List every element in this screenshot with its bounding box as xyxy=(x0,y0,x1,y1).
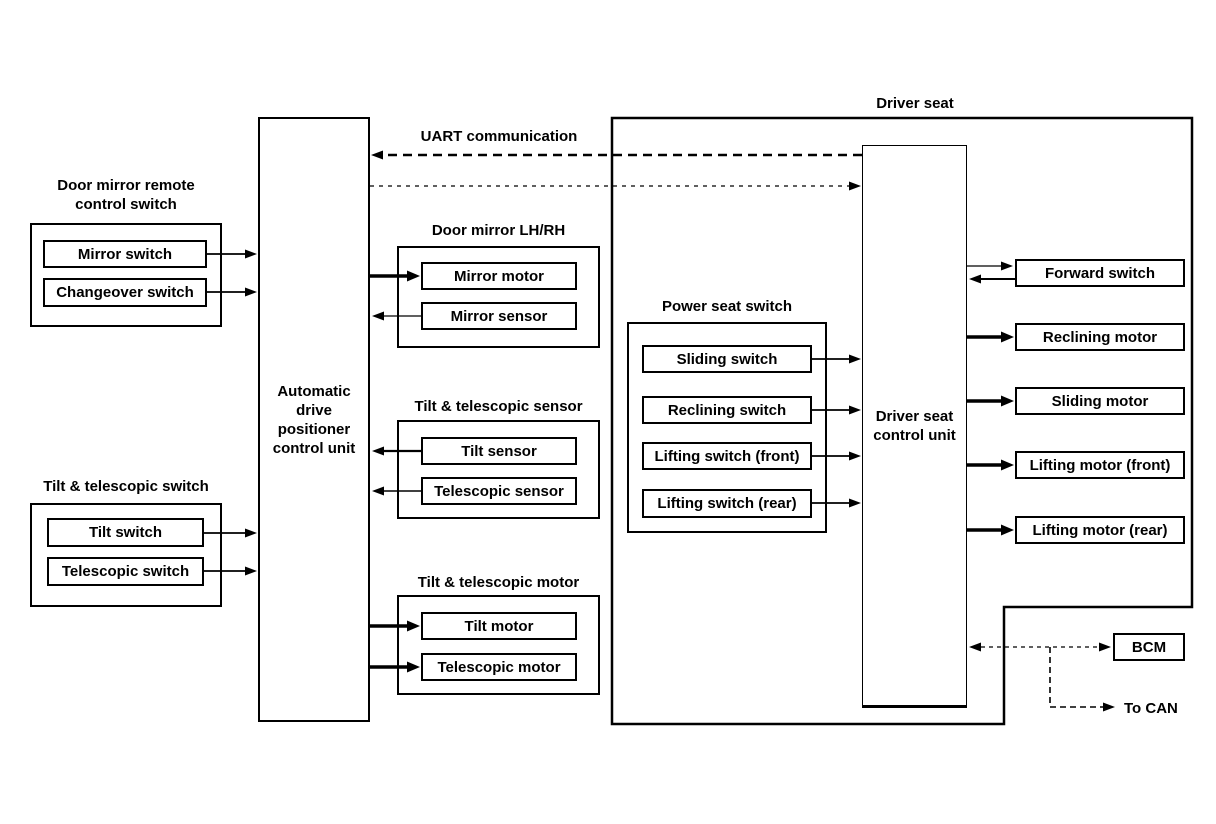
link-branch-to-can xyxy=(1049,647,1115,712)
arrow-dscu-to-reclining-motor xyxy=(967,331,1014,343)
power-seat-switch-group-box xyxy=(627,322,827,533)
tilt-telescopic-sensor-group-box xyxy=(397,420,600,519)
uart-line-adp-to-seat xyxy=(370,181,861,191)
tilt-telescopic-switch-group-box xyxy=(30,503,222,607)
to-can-label: To CAN xyxy=(1124,700,1178,717)
lifting-motor-rear-box: Lifting motor (rear) xyxy=(1015,516,1185,544)
arrow-mirror-switch-to-adp xyxy=(207,249,257,259)
door-mirror-remote-group-box xyxy=(30,223,222,327)
tilt-switch-box: Tilt switch xyxy=(47,518,204,547)
arrow-forward-switch-to-dscu xyxy=(969,274,1015,284)
tilt-telescopic-sensor-title: Tilt & telescopic sensor xyxy=(414,398,583,415)
arrow-dscu-to-sliding-motor xyxy=(967,395,1014,407)
uart-line-seat-to-adp xyxy=(371,150,862,160)
reclining-motor-box: Reclining motor xyxy=(1015,323,1185,351)
arrow-dscu-to-lifting-motor-front xyxy=(967,459,1014,471)
arrow-sliding-switch-to-dscu xyxy=(812,354,861,364)
changeover-switch-box: Changeover switch xyxy=(43,278,207,307)
arrow-telescopic-switch-to-adp xyxy=(204,566,257,576)
arrow-dscu-to-lifting-motor-rear xyxy=(967,524,1014,536)
tilt-telescopic-motor-group-box xyxy=(397,595,600,695)
lifting-switch-rear-box: Lifting switch (rear) xyxy=(642,489,812,518)
uart-communication-label: UART communication xyxy=(420,128,578,145)
mirror-motor-box: Mirror motor xyxy=(421,262,577,290)
arrow-adp-to-mirror-motor xyxy=(370,270,420,282)
arrow-changeover-switch-to-adp xyxy=(207,287,257,297)
link-dscu-bcm xyxy=(969,642,1111,652)
lifting-motor-front-box: Lifting motor (front) xyxy=(1015,451,1185,479)
adp-control-unit-label: Automatic drive positioner control unit xyxy=(272,382,356,457)
tilt-telescopic-motor-title: Tilt & telescopic motor xyxy=(417,574,580,591)
telescopic-switch-box: Telescopic switch xyxy=(47,557,204,586)
arrow-lifting-switch-front-to-dscu xyxy=(812,451,861,461)
tilt-telescopic-switch-title: Tilt & telescopic switch xyxy=(43,478,209,495)
driver-seat-control-unit-box: Driver seat control unit xyxy=(862,145,967,708)
mirror-switch-box: Mirror switch xyxy=(43,240,207,268)
door-mirror-lhrh-group-box xyxy=(397,246,600,348)
door-mirror-remote-title: Door mirror remote control switch xyxy=(57,177,195,213)
arrow-adp-to-telescopic-motor xyxy=(370,661,420,673)
sliding-motor-box: Sliding motor xyxy=(1015,387,1185,415)
arrow-dscu-to-forward-switch xyxy=(967,261,1013,271)
telescopic-sensor-box: Telescopic sensor xyxy=(421,477,577,505)
arrow-adp-to-tilt-motor xyxy=(370,620,420,632)
mirror-sensor-box: Mirror sensor xyxy=(421,302,577,330)
bcm-box: BCM xyxy=(1113,633,1185,661)
telescopic-motor-box: Telescopic motor xyxy=(421,653,577,681)
arrow-tilt-sensor-to-adp xyxy=(372,446,421,456)
sliding-switch-box: Sliding switch xyxy=(642,345,812,373)
reclining-switch-box: Reclining switch xyxy=(642,396,812,424)
arrow-reclining-switch-to-dscu xyxy=(812,405,861,415)
arrow-lifting-switch-rear-to-dscu xyxy=(812,498,861,508)
arrow-telescopic-sensor-to-adp xyxy=(372,486,421,496)
driver-seat-title: Driver seat xyxy=(876,95,954,112)
forward-switch-box: Forward switch xyxy=(1015,259,1185,287)
driver-seat-boundary xyxy=(610,116,1194,726)
lifting-switch-front-box: Lifting switch (front) xyxy=(642,442,812,470)
door-mirror-lhrh-title: Door mirror LH/RH xyxy=(431,222,566,239)
tilt-sensor-box: Tilt sensor xyxy=(421,437,577,465)
arrow-mirror-sensor-to-adp xyxy=(372,311,421,321)
adp-control-unit-box: Automatic drive positioner control unit xyxy=(258,117,370,722)
power-seat-switch-title: Power seat switch xyxy=(661,298,793,315)
arrow-tilt-switch-to-adp xyxy=(204,528,257,538)
tilt-motor-box: Tilt motor xyxy=(421,612,577,640)
driver-seat-control-unit-label: Driver seat control unit xyxy=(873,407,956,444)
